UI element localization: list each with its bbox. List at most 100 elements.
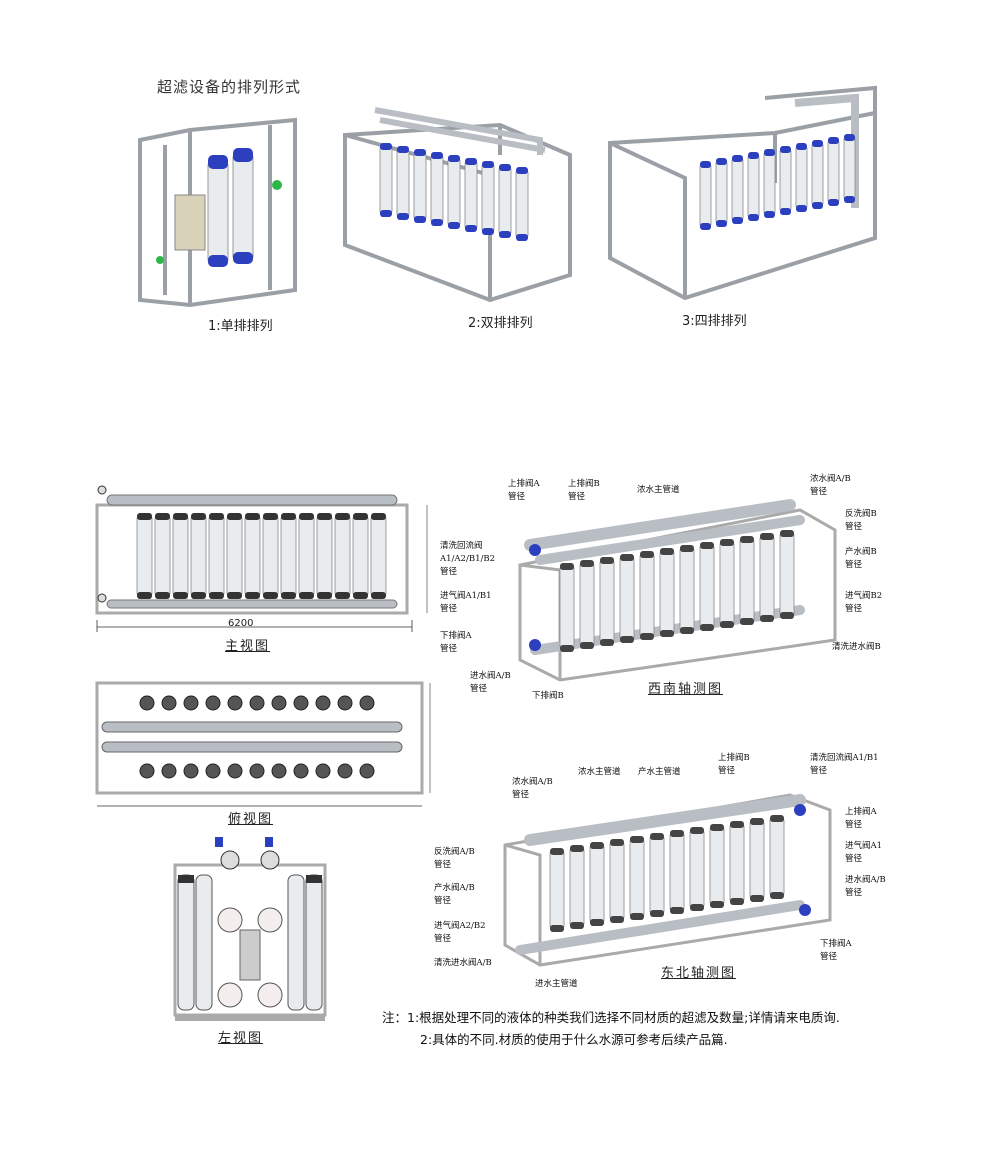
membrane-module (190, 513, 207, 599)
sw-label-text: 清洗进水阀B (832, 642, 881, 652)
sw-label-text: 清洗回流阀 A1/A2/B1/B2 管径 (440, 541, 495, 577)
ne-label-text: 产水阀A/B 管径 (434, 883, 475, 906)
left-view-caption: 左视图 (218, 1031, 264, 1046)
note-line-1: 注：1:根据处理不同的液体的种类我们选择不同材质的超滤及数量;详情请来电质询. (382, 1007, 840, 1026)
membrane-module (649, 833, 665, 917)
valve-icon (139, 695, 155, 711)
top-view-caption: 俯视图 (228, 812, 274, 827)
membrane-module (749, 818, 765, 902)
valve-icon (183, 695, 199, 711)
membrane-module (379, 143, 393, 217)
front-view-drawing (95, 485, 428, 632)
membrane-module (569, 845, 585, 929)
ne-label-top-drain-b: 上排阀B 管径 (718, 752, 750, 778)
sw-label-air-b2: 进气阀B2 管径 (845, 590, 882, 616)
valve-icon (205, 695, 221, 711)
single-row-unit-illustration (138, 117, 297, 308)
valve-icon (293, 695, 309, 711)
membrane-module (549, 848, 565, 932)
four-row-unit-illustration (608, 85, 877, 301)
valve-icon (315, 695, 331, 711)
sw-label-air-a1b1: 进气阀A1/B1 管径 (440, 590, 492, 616)
membrane-module (629, 836, 645, 920)
sw-label-text: 下排阀B (532, 691, 564, 701)
sw-label-top-drain-a: 上排阀A 管径 (508, 478, 540, 504)
membrane-module (759, 533, 775, 622)
valve-icon (227, 763, 243, 779)
membrane-module (679, 545, 695, 634)
sw-label-concentrate-main: 浓水主管道 (637, 484, 680, 497)
valve-icon (337, 695, 353, 711)
membrane-module (464, 158, 478, 232)
ne-label-text: 上排阀A 管径 (845, 807, 877, 830)
membrane-module (396, 146, 410, 220)
membrane-module (719, 539, 735, 628)
membrane-module (370, 513, 387, 599)
ne-label-text: 进气阀A2/B2 管径 (434, 921, 486, 944)
valve-icon (359, 763, 375, 779)
sw-label-text: 进气阀B2 管径 (845, 591, 883, 614)
page-title: 超滤设备的排列形式 (157, 78, 302, 96)
ne-label-air-a2b2: 进气阀A2/B2 管径 (434, 920, 486, 946)
sw-label-text: 浓水主管道 (637, 485, 680, 495)
membrane-module (769, 815, 785, 899)
membrane-module (136, 513, 153, 599)
membrane-module (226, 513, 243, 599)
sw-label-product-b: 产水阀B 管径 (845, 546, 877, 572)
sw-label-inlet-ab: 进水阀A/B 管径 (470, 670, 511, 696)
ne-label-text: 浓水主管道 (578, 767, 621, 777)
valve-icon (249, 695, 265, 711)
ne-label-clean-inlet-ab: 清洗进水阀A/B (434, 957, 492, 970)
ne-label-bottom-drain-a: 下排阀A 管径 (820, 938, 852, 964)
ne-label-text: 进气阀A1 管径 (845, 841, 883, 864)
ne-label-top-drain-a: 上排阀A 管径 (845, 806, 877, 832)
valve-icon (161, 695, 177, 711)
membrane-module (244, 513, 261, 599)
membrane-module (316, 513, 333, 599)
membrane-module (298, 513, 315, 599)
sw-label-clean-inlet-b: 清洗进水阀B (832, 641, 881, 654)
sw-label-text: 上排阀A 管径 (508, 479, 540, 502)
ne-label-concentrate-valve: 浓水阀A/B 管径 (512, 776, 553, 802)
sw-label-backwash-b: 反洗阀B 管径 (845, 508, 877, 534)
sw-label-text: 产水阀B 管径 (845, 547, 877, 570)
membrane-module (709, 824, 725, 908)
membrane-module (779, 530, 795, 619)
membrane-module (208, 513, 225, 599)
membrane-module (579, 560, 595, 649)
valve-icon (359, 695, 375, 711)
ne-isometric-drawing (503, 793, 832, 967)
valve-icon (271, 695, 287, 711)
ne-label-inlet-ab: 进水阀A/B 管径 (845, 874, 886, 900)
front-view-caption: 主视图 (225, 639, 271, 654)
membrane-module (262, 513, 279, 599)
ne-label-concentrate-main: 浓水主管道 (578, 766, 621, 779)
valve-icon (183, 763, 199, 779)
membrane-module (795, 143, 808, 212)
membrane-module (811, 140, 824, 209)
membrane-module (843, 134, 856, 203)
ne-label-product-main: 产水主管道 (638, 766, 681, 779)
ne-label-backwash-ab: 反洗阀A/B 管径 (434, 846, 475, 872)
sw-label-bottom-drain-a: 下排阀A 管径 (440, 630, 472, 656)
membrane-module (639, 551, 655, 640)
top-view-drawing (95, 681, 431, 807)
membrane-module (689, 827, 705, 911)
ne-label-clean-return: 清洗回流阀A1/B1 管径 (810, 752, 879, 778)
ne-label-text: 上排阀B 管径 (718, 753, 750, 776)
note-text-1: 1:根据处理不同的液体的种类我们选择不同材质的超滤及数量;详情请来电质询. (407, 1010, 840, 1025)
ne-label-text: 清洗回流阀A1/B1 管径 (810, 753, 879, 776)
valve-icon (139, 763, 155, 779)
membrane-module (827, 137, 840, 206)
valve-icon (293, 763, 309, 779)
membrane-module (729, 821, 745, 905)
ne-label-inlet-main: 进水主管道 (535, 978, 578, 991)
note-text-2: 2:具体的不同.材质的使用于什么水源可参考后续产品篇. (420, 1032, 728, 1047)
valve-icon (227, 695, 243, 711)
ne-label-text: 浓水阀A/B 管径 (512, 777, 553, 800)
membrane-module (699, 542, 715, 631)
sw-label-text: 下排阀A 管径 (440, 631, 472, 654)
sw-label-text: 浓水阀A/B 管径 (810, 474, 851, 497)
membrane-module (669, 830, 685, 914)
membrane-module (715, 158, 728, 227)
